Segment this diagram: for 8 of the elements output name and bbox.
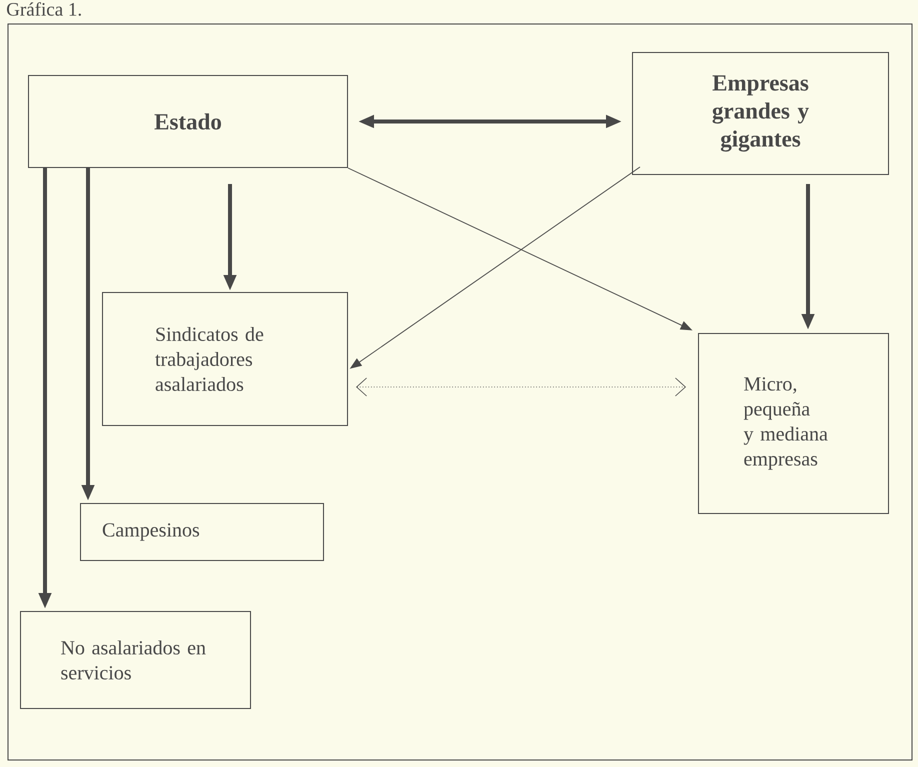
text-box: Campesinos xyxy=(80,503,324,561)
text-box: No asalariados en servicios xyxy=(20,611,251,709)
text-box: Micro, pequeña y mediana empresas xyxy=(698,333,889,514)
title: Gráfica 1. xyxy=(7,2,81,16)
text-box: Sindicatos de trabajadores asalariados xyxy=(102,292,348,426)
title-box: Estado xyxy=(28,75,348,168)
arrow xyxy=(356,378,686,396)
title-box: Empresas grandes y gigantes xyxy=(632,52,889,175)
